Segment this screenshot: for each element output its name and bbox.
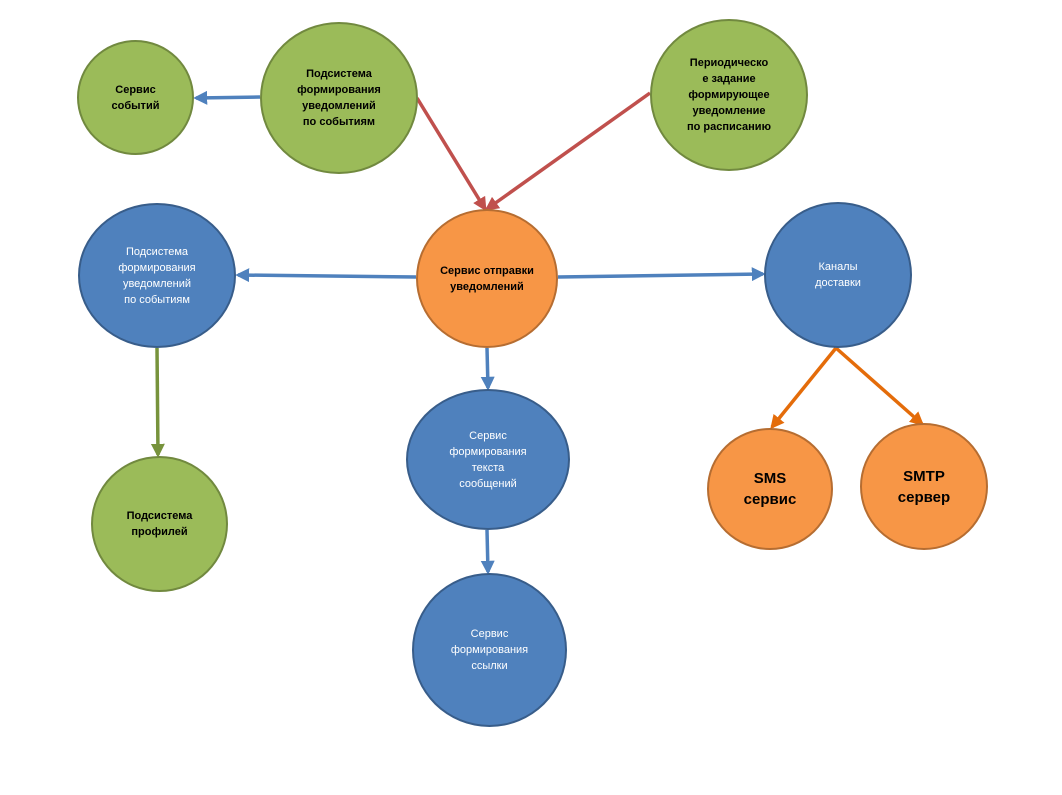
arrow-periodic-task-to-send-service [484,91,652,211]
node-profiles-subsystem: Подсистема профилей [91,456,228,592]
node-label-notification-subsystem-blue: Подсистема формирования уведомлений по с… [118,245,196,306]
node-notification-subsystem-green: Подсистема формирования уведомлений по с… [260,22,418,174]
node-label-smtp-server: SMTP сервер [897,467,951,506]
arrow-text-service-to-link-service [480,529,495,575]
node-periodic-task: Периодическо е задание формирующее уведо… [650,19,808,171]
arrow-send-service-to-blue-subsystem [235,268,417,283]
arrow-green-subsystem-to-send-service [415,97,487,212]
node-link-service: Сервис формирования ссылки [412,573,567,727]
arrow-channels-to-smtp [834,346,925,426]
node-label-sms-service: SMS сервис [743,470,797,508]
node-label-events-service: Сервис событий [111,83,160,112]
arrow-send-service-to-text-service [480,347,495,391]
node-label-delivery-channels: Каналы доставки [815,261,861,289]
node-label-link-service: Сервис формирования ссылки [450,628,529,672]
node-label-periodic-task: Периодическо е задание формирующее уведо… [687,57,771,133]
arrow-send-service-to-channels [557,267,766,282]
node-send-service: Сервис отправки уведомлений [416,209,558,348]
node-text-service: Сервис формирования текста сообщений [406,389,570,530]
node-label-notification-subsystem-green: Подсистема формирования уведомлений по с… [297,68,381,128]
node-delivery-channels: Каналы доставки [764,202,912,348]
node-notification-subsystem-blue: Подсистема формирования уведомлений по с… [78,203,236,348]
node-label-profiles-subsystem: Подсистема профилей [126,510,193,538]
arrow-green-subsystem-to-events-service [193,90,261,105]
node-label-text-service: Сервис формирования текста сообщений [449,429,527,490]
node-smtp-server: SMTP сервер [860,423,988,550]
arrow-channels-to-sms [770,346,838,430]
arrow-blue-subsystem-to-profiles [150,347,165,458]
node-sms-service: SMS сервис [707,428,833,550]
node-events-service: Сервис событий [77,40,194,155]
node-label-send-service: Сервис отправки уведомлений [440,264,534,293]
